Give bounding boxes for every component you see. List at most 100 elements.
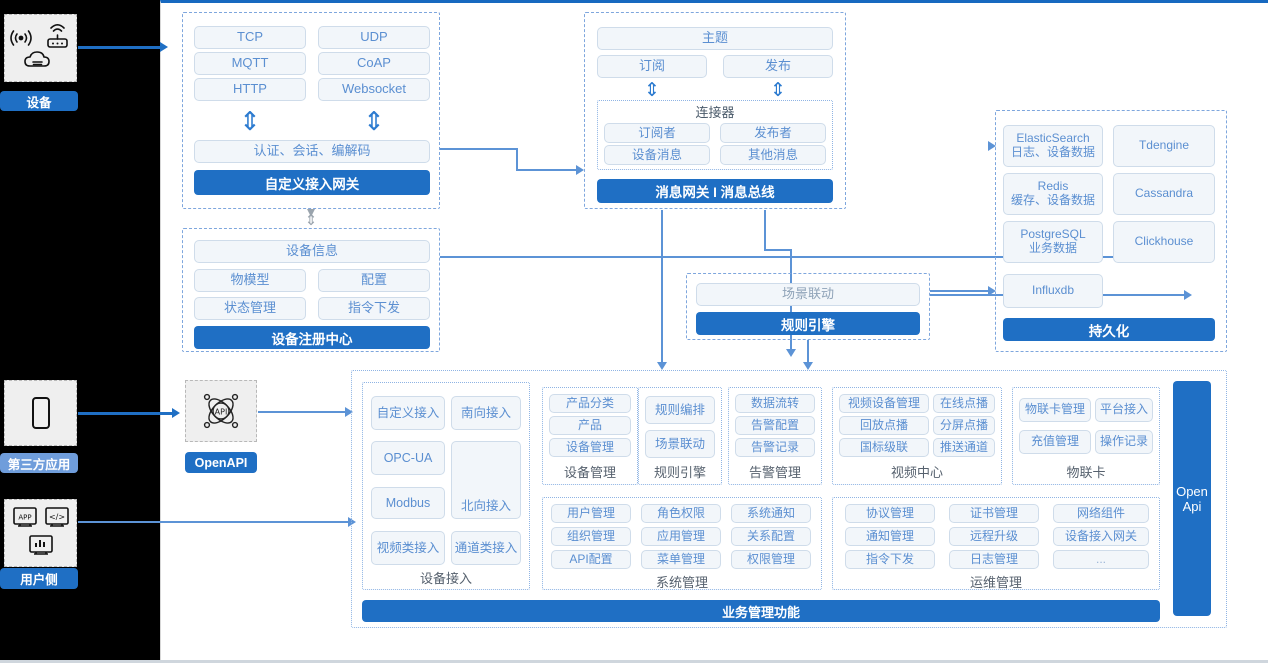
connector-userside-to-business [78,521,354,523]
rail-label-user-side: 用户侧 [0,568,78,589]
chip-northbound[interactable]: 北向接入 [451,441,521,519]
chip-publish[interactable]: 发布 [723,55,833,78]
chip-websocket[interactable]: Websocket [318,78,430,101]
chip-tdengine[interactable]: Tdengine [1113,125,1215,167]
chip-app-mgmt[interactable]: 应用管理 [641,527,721,546]
arrow-rule-to-business [803,362,813,370]
chip-playback-vod[interactable]: 回放点播 [839,416,929,435]
chip-opcua[interactable]: OPC-UA [371,441,445,475]
chip-subscriber[interactable]: 订阅者 [604,123,710,143]
chip-command-issue[interactable]: 指令下发 [845,550,935,569]
open-api-side-bar[interactable]: Open Api [1173,381,1211,616]
chip-http[interactable]: HTTP [194,78,306,101]
chip-perm-mgmt[interactable]: 权限管理 [731,550,811,569]
chip-state-mgmt[interactable]: 状态管理 [194,297,306,320]
chip-thing-model[interactable]: 物模型 [194,269,306,292]
chip-southbound[interactable]: 南向接入 [451,396,521,430]
chip-alarm-record[interactable]: 告警记录 [735,438,815,457]
chip-custom-access[interactable]: 自定义接入 [371,396,445,430]
chip-recharge-mgmt[interactable]: 充值管理 [1019,430,1091,454]
chip-device-info[interactable]: 设备信息 [194,240,430,263]
chip-mqtt[interactable]: MQTT [194,52,306,75]
connector-device-to-gateway [78,46,162,49]
bar-persistence[interactable]: 持久化 [1003,318,1215,341]
chip-auth-session-codec[interactable]: 认证、会话、编解码 [194,140,430,163]
bar-message-gateway-bus[interactable]: 消息网关 I 消息总线 [597,179,833,203]
chip-tcp[interactable]: TCP [194,26,306,49]
chip-user-mgmt[interactable]: 用户管理 [551,504,631,523]
chip-log-mgmt[interactable]: 日志管理 [949,550,1039,569]
arrow-rule-to-persistence [1184,290,1192,300]
arrow-thirdparty-to-openapi [172,408,180,418]
chip-rule-orchestration[interactable]: 规则编排 [645,396,715,424]
chip-video-device-mgmt[interactable]: 视频设备管理 [839,394,929,413]
chip-product[interactable]: 产品 [549,416,631,435]
chip-product-category[interactable]: 产品分类 [549,394,631,413]
chip-publisher[interactable]: 发布者 [720,123,826,143]
chip-alarm-config[interactable]: 告警配置 [735,416,815,435]
chip-device-gateway[interactable]: 设备接入网关 [1053,527,1149,546]
chip-scene-linkage-bus[interactable]: 场景联动 [645,430,715,458]
chip-modbus[interactable]: Modbus [371,487,445,519]
user-side-icon-box: APP </> [4,499,77,567]
chip-menu-mgmt[interactable]: 菜单管理 [641,550,721,569]
connector-gateway-bus-b [516,148,518,170]
chip-elasticsearch-full[interactable]: ElasticSearch 日志、设备数据 [1003,125,1103,167]
chip-relation-cfg[interactable]: 关系配置 [731,527,811,546]
chip-more[interactable]: ... [1053,550,1149,569]
chip-protocol-mgmt[interactable]: 协议管理 [845,504,935,523]
chip-remote-upgrade[interactable]: 远程升级 [949,527,1039,546]
bar-device-registry[interactable]: 设备注册中心 [194,326,430,349]
chip-org-mgmt[interactable]: 组织管理 [551,527,631,546]
chip-notice-mgmt[interactable]: 通知管理 [845,527,935,546]
bar-rule-engine[interactable]: 规则引擎 [696,312,920,335]
chip-subscribe[interactable]: 订阅 [597,55,707,78]
bar-business-management[interactable]: 业务管理功能 [362,600,1160,622]
chip-coap[interactable]: CoAP [318,52,430,75]
chip-data-flow[interactable]: 数据流转 [735,394,815,413]
chip-scene-linkage[interactable]: 场景联动 [696,283,920,306]
chip-role-perm[interactable]: 角色权限 [641,504,721,523]
chip-cert-mgmt[interactable]: 证书管理 [949,504,1039,523]
chip-platform-access[interactable]: 平台接入 [1095,398,1153,422]
chip-split-screen[interactable]: 分屏点播 [933,416,995,435]
chip-config[interactable]: 配置 [318,269,430,292]
connector-rule-to-business [807,340,809,368]
chip-channel-access[interactable]: 通道类接入 [451,531,521,565]
chip-push-channel[interactable]: 推送通道 [933,438,995,457]
chip-cassandra[interactable]: Cassandra [1113,173,1215,215]
group-device-access [362,382,530,590]
chip-redis[interactable]: Redis 缓存、设备数据 [1003,173,1103,215]
chip-iot-card-mgmt[interactable]: 物联卡管理 [1019,398,1091,422]
chip-command-send[interactable]: 指令下发 [318,297,430,320]
chip-video-access[interactable]: 视频类接入 [371,531,445,565]
caption-system-mgmt: 系统管理 [655,574,708,590]
double-arrow-gateway-registry: ⇕ [304,210,318,229]
chip-postgresql[interactable]: PostgreSQL 业务数据 [1003,221,1103,263]
chip-sys-notice[interactable]: 系统通知 [731,504,811,523]
persistence-group [995,110,1227,352]
svg-text:API: API [215,408,228,417]
arrow-userside-to-business [348,517,356,527]
bar-custom-access-gateway[interactable]: 自定义接入网关 [194,170,430,195]
chip-other-msg[interactable]: 其他消息 [720,145,826,165]
chip-topic[interactable]: 主题 [597,27,833,50]
chip-device-msg[interactable]: 设备消息 [604,145,710,165]
chip-api-config[interactable]: API配置 [551,550,631,569]
svg-text:APP: APP [18,514,31,522]
device-icon-box [4,14,77,82]
openapi-label[interactable]: OpenAPI [185,452,257,473]
chip-gb-cascade[interactable]: 国标级联 [839,438,929,457]
chip-operation-log[interactable]: 操作记录 [1095,430,1153,454]
chip-udp[interactable]: UDP [318,26,430,49]
double-arrow-gateway-left: ⇕ [239,107,261,137]
chip-online-vod[interactable]: 在线点播 [933,394,995,413]
group-device-mgmt [542,387,638,485]
chip-device-mgmt[interactable]: 设备管理 [549,438,631,457]
chip-clickhouse[interactable]: Clickhouse [1113,221,1215,263]
chip-network-comp[interactable]: 网络组件 [1053,504,1149,523]
chip-influxdb[interactable]: Influxdb [1003,274,1103,308]
arrow-bus-to-rule [786,349,796,357]
open-api-line1: Open [1176,483,1208,499]
